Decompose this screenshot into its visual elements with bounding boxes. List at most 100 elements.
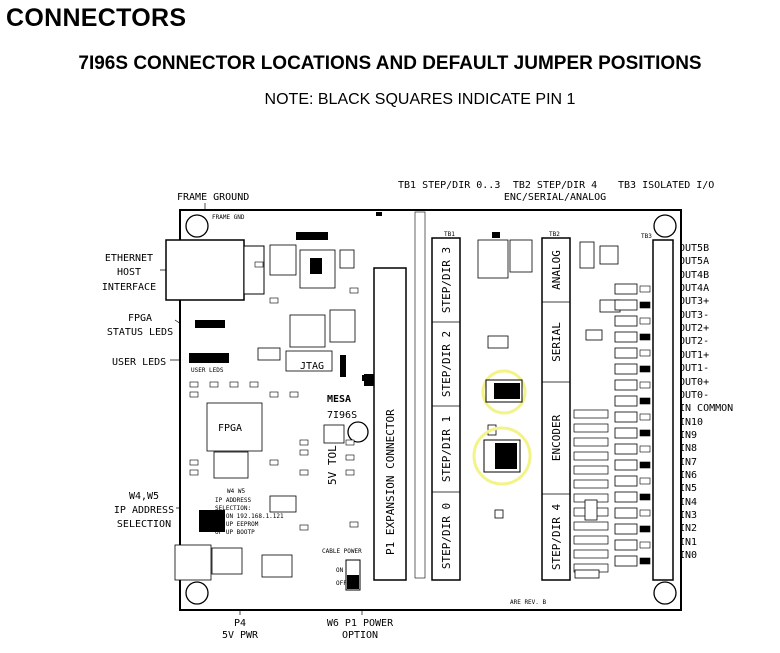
output-component — [614, 363, 638, 375]
output-component — [614, 539, 638, 551]
tb3-pin-label: OUT5B — [679, 243, 710, 254]
output-component — [614, 283, 638, 295]
tb3-pin-label: OUT3+ — [679, 296, 710, 308]
mount-hole — [653, 214, 677, 238]
output-component — [614, 491, 638, 503]
ip-note-line: UP UP BOOTP — [215, 529, 255, 536]
section-label: STEP/DIR 4 — [550, 504, 563, 571]
mount-hole — [185, 214, 209, 238]
fpga-status-label-1: FPGA — [127, 313, 153, 324]
output-component — [614, 299, 638, 311]
input-resistor — [573, 549, 609, 559]
brand-text: MESA — [327, 394, 351, 405]
input-resistor — [573, 479, 609, 489]
tb2-small-text: TB2 — [549, 231, 560, 238]
page-title: CONNECTORS — [6, 4, 187, 32]
w6-sublabel: OPTION — [341, 630, 379, 641]
tb1-connector — [431, 237, 461, 581]
tb3-pin-label: IN7 — [679, 456, 698, 468]
pin-component — [639, 541, 651, 549]
pin-component — [639, 557, 651, 565]
tb2-connector — [541, 237, 571, 581]
fpga-text: FPGA — [218, 423, 242, 434]
ethernet-jack — [165, 239, 245, 301]
tb3-pin-label: IN3 — [679, 510, 698, 521]
section-label: STEP/DIR 0 — [440, 503, 453, 569]
input-resistor — [573, 423, 609, 433]
ip-select-label-3: SELECTION — [116, 519, 172, 530]
section-label: ANALOG — [550, 250, 563, 290]
input-resistor — [573, 535, 609, 545]
mount-hole — [653, 581, 677, 605]
frame-gnd-text: FRAME GND — [212, 214, 245, 221]
section-label: SERIAL — [550, 322, 563, 362]
tb3-pin-label: OUT4B — [679, 269, 710, 281]
p1-connector-text: P1 EXPANSION CONNECTOR — [384, 409, 397, 555]
pin-component — [639, 333, 651, 341]
ethernet-label-3: INTERFACE — [101, 282, 157, 293]
ip-note-line: IP ADDRESS — [215, 497, 252, 504]
output-component — [614, 507, 638, 519]
tb3-pin-label: IN COMMON — [679, 403, 734, 415]
model-text: 7I96S — [327, 410, 357, 421]
output-component — [614, 523, 638, 535]
tb2-label: TB2 STEP/DIR 4 — [512, 180, 598, 191]
pin-component — [639, 349, 651, 357]
input-resistor — [573, 521, 609, 531]
output-component — [614, 427, 638, 439]
tb3-pin-label: IN4 — [679, 496, 698, 508]
tb3-connector — [652, 239, 674, 581]
output-component — [614, 315, 638, 327]
pin-component — [639, 285, 651, 293]
ip-note-line: ON ON 192.168.1.121 — [215, 513, 284, 520]
fpga-status-label-2: STATUS LEDS — [106, 327, 174, 338]
mount-hole — [347, 421, 369, 443]
input-resistor — [573, 451, 609, 461]
pin-component — [639, 365, 651, 373]
tb3-pin-label: IN5 — [679, 483, 698, 495]
frame-ground-label: FRAME GROUND — [177, 192, 250, 203]
tb1-label: TB1 STEP/DIR 0..3 — [398, 180, 501, 191]
ethernet-label-1: ETHERNET — [104, 253, 154, 264]
pin1-note: NOTE: BLACK SQUARES INDICATE PIN 1 — [264, 91, 576, 108]
output-component — [614, 555, 638, 567]
pin-component — [639, 381, 651, 389]
section-label: STEP/DIR 3 — [440, 247, 453, 313]
tb3-pin-label: OUT0+ — [679, 376, 710, 388]
output-component — [614, 443, 638, 455]
w4w5-text: W4 W5 — [227, 488, 245, 495]
section-label: STEP/DIR 2 — [440, 331, 453, 397]
tb3-pin-label: OUT2- — [679, 336, 710, 348]
rev-text: ARE REV. B — [510, 599, 547, 606]
jumper-highlights — [472, 369, 532, 486]
pin-component — [639, 493, 651, 501]
output-component — [614, 347, 638, 359]
tb3-pin-label: IN6 — [679, 469, 698, 481]
on-text: ON — [336, 567, 344, 574]
pin-component — [639, 301, 651, 309]
tb3-pin-label: OUT3- — [679, 309, 710, 321]
tb3-pin-label: IN0 — [679, 550, 698, 562]
pin-component — [639, 317, 651, 325]
tb3-pin-label: IN2 — [679, 523, 698, 535]
input-resistor — [573, 437, 609, 447]
usr-leds-text: USER LEDS — [191, 367, 224, 374]
output-component — [614, 331, 638, 343]
tb3-pin-label: IN1 — [679, 536, 698, 548]
tb2-sublabel: ENC/SERIAL/ANALOG — [503, 192, 607, 203]
pin-component — [639, 413, 651, 421]
pin-component — [639, 445, 651, 453]
p4-sublabel: 5V PWR — [221, 630, 259, 641]
vtol-text: 5V TOL — [326, 445, 339, 485]
output-component — [614, 395, 638, 407]
section-label: ENCODER — [550, 414, 563, 461]
tb3-pin-label: OUT0- — [679, 389, 710, 401]
pin-component — [639, 429, 651, 437]
input-resistor — [573, 465, 609, 475]
p4-label: P4 — [233, 618, 247, 629]
pin-component — [639, 461, 651, 469]
jtag-text: JTAG — [300, 361, 324, 372]
tb3-pin-label: OUT1+ — [679, 349, 710, 361]
ip-select-label-2: IP ADDRESS — [113, 505, 175, 516]
output-component — [614, 459, 638, 471]
